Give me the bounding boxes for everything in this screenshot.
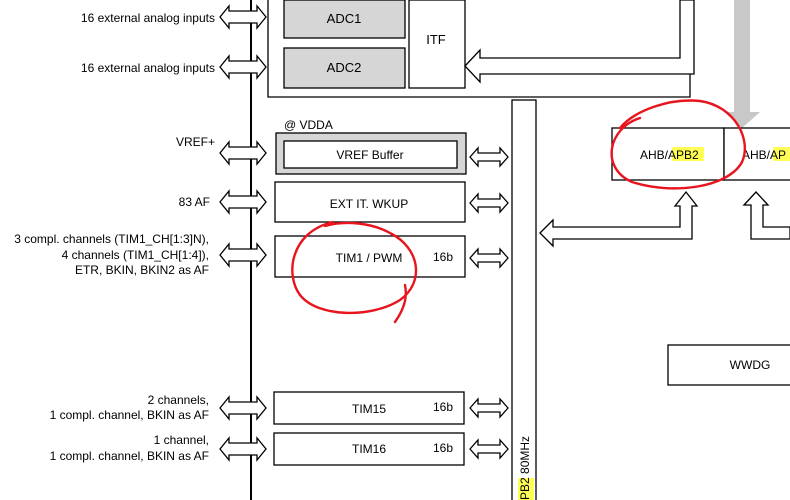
tim16-arrow <box>219 437 267 461</box>
analog-label-1: 16 external analog inputs <box>81 11 215 25</box>
tim16-bus-arrow <box>469 439 509 459</box>
tim1-block <box>274 235 466 278</box>
af83-label: 83 AF <box>179 195 210 209</box>
tim16-label-line2: 1 compl. channel, BKIN as AF <box>50 449 209 463</box>
apb2-highlight <box>672 147 704 161</box>
tim15-label-line2: 1 compl. channel, BKIN as AF <box>50 408 209 422</box>
tim1-annotation-circle <box>291 220 418 324</box>
ext-it-block <box>274 181 466 223</box>
apb1-bridge-label: AHB/AP <box>742 148 786 162</box>
af83-arrow <box>219 190 267 214</box>
wwdg-label: WWDG <box>730 358 771 372</box>
apb2-annotation-circle <box>610 99 747 190</box>
vref-buffer-label: VREF Buffer <box>336 148 403 162</box>
bus-label-highlight <box>518 478 534 500</box>
wwdg-block <box>667 344 790 386</box>
tim1-bus-arrow <box>469 248 509 268</box>
vref-bus-arrow <box>469 147 509 167</box>
tim1-arrow <box>219 243 267 267</box>
ahb-gray-arrow <box>724 0 760 128</box>
tim16-block <box>273 432 465 466</box>
apb1-highlight <box>773 147 790 161</box>
tim1-label-line2: 4 channels (TIM1_CH[1:4]), <box>62 248 209 262</box>
tim15-bus-arrow <box>469 398 509 418</box>
tim15-bits: 16b <box>433 400 453 414</box>
analog1-arrow <box>219 5 267 29</box>
analog-label-2: 16 external analog inputs <box>81 61 215 75</box>
tim1-label: TIM1 / PWM <box>336 251 403 265</box>
adc1-label: ADC1 <box>327 11 362 26</box>
bus-label: PB2 80MHz <box>518 436 532 500</box>
itf-bus-arrow <box>464 0 695 84</box>
tim16-bits: 16b <box>433 441 453 455</box>
itf-label: ITF <box>426 32 446 47</box>
tim1-label-line3: ETR, BKIN, BKIN2 as AF <box>75 263 209 277</box>
tim15-label-line1: 2 channels, <box>148 393 209 407</box>
tim1-label-line1: 3 compl. channels (TIM1_CH[1:3]N), <box>14 232 209 246</box>
adc2-label: ADC2 <box>327 60 362 75</box>
tim15-block <box>273 391 465 425</box>
adc2-block <box>283 47 406 89</box>
tim1-bits: 16b <box>433 250 453 264</box>
ext-it-bus-arrow <box>469 193 509 213</box>
apb1-down-arrow <box>742 191 790 240</box>
tim15-arrow <box>219 396 267 420</box>
adc1-block <box>283 0 406 39</box>
analog2-arrow <box>219 55 267 79</box>
apb2-bus <box>511 99 537 500</box>
tim16-label: TIM16 <box>352 442 386 456</box>
vref-buffer-block <box>283 140 458 169</box>
tim15-label: TIM15 <box>352 402 386 416</box>
tim16-label-line1: 1 channel, <box>154 433 209 447</box>
apb2-bridge-label: AHB/APB2 <box>640 148 699 162</box>
bridge-bus-arrow <box>539 190 699 248</box>
itf-block <box>408 0 466 89</box>
vdda-label: @ VDDA <box>284 118 333 132</box>
ext-it-label: EXT IT. WKUP <box>330 197 408 211</box>
vref-arrow <box>219 141 267 165</box>
vref-label: VREF+ <box>176 135 215 149</box>
